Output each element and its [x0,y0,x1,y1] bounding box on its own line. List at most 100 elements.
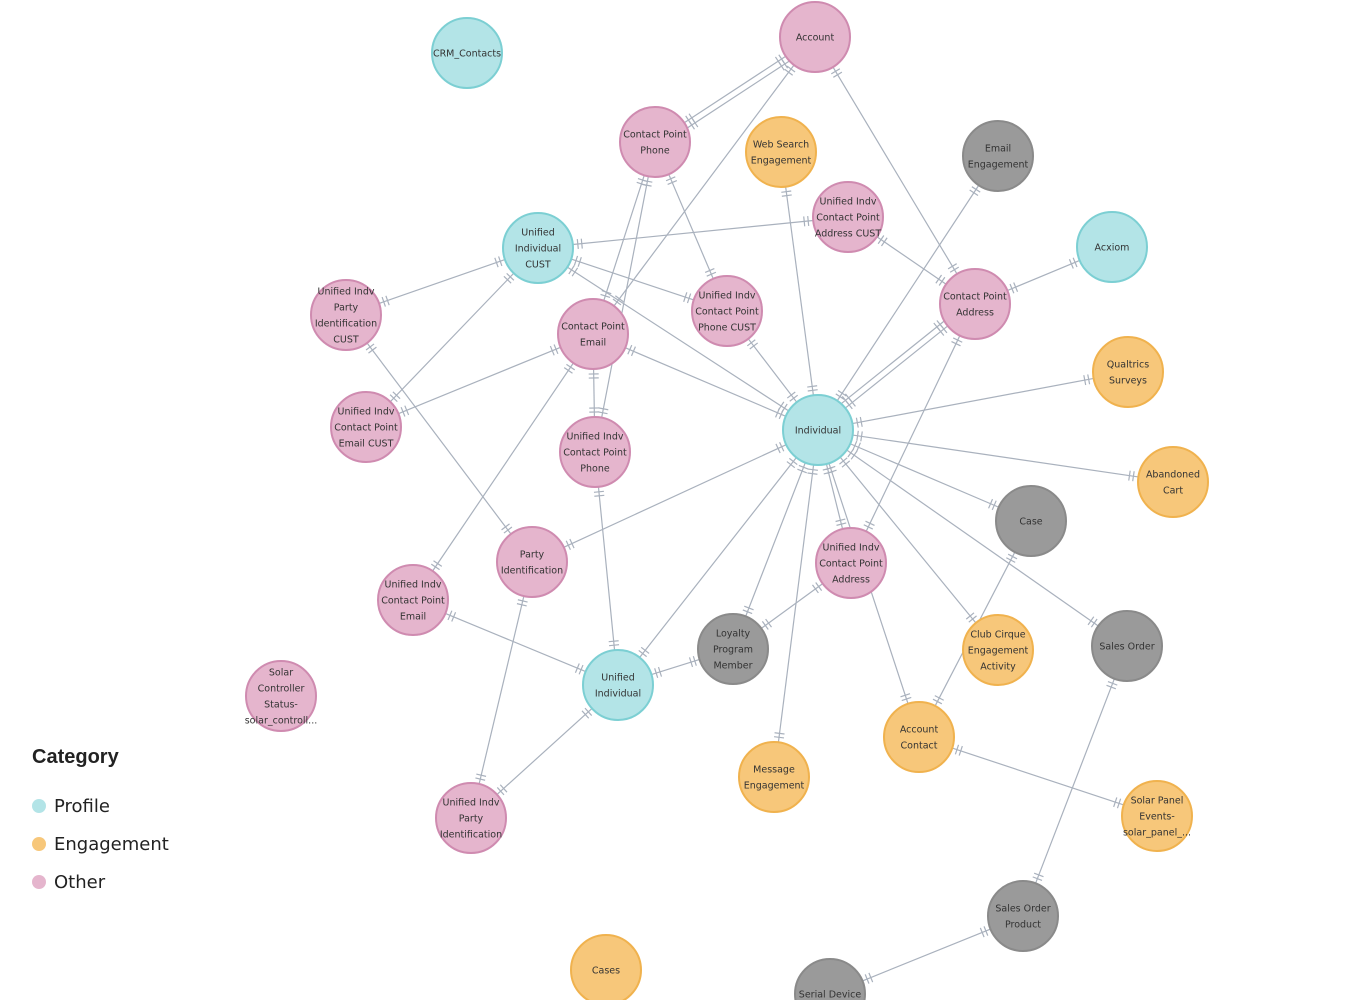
node-label: Email [580,338,606,349]
node-solar_panel[interactable]: Solar PanelEvents-solar_panel_... [1121,780,1193,852]
node-label: Unified [521,228,554,239]
edge-account-cp_address [830,66,960,275]
node-label: Member [713,661,752,672]
node-bottom_gray[interactable]: Serial Device [794,958,866,1000]
node-label: Unified Indv [338,407,395,418]
edge-uicp_phone-unified_ind [593,486,620,651]
node-circle [697,613,769,685]
node-label: Account [796,33,835,44]
node-label: Party [334,303,359,314]
node-label: CRM_Contacts [433,49,501,60]
node-label: Email [985,144,1011,155]
node-label: Engagement [744,781,805,792]
legend-item-profile[interactable]: Profile [32,787,169,825]
edge-cp_phone-account [687,59,790,130]
node-label: Phone [640,146,670,157]
node-label: Sales Order [995,904,1050,915]
node-label: Individual [795,426,841,437]
legend-dot-profile [32,799,46,813]
node-account[interactable]: Account [779,1,851,73]
node-circle [883,701,955,773]
node-circle [779,1,851,73]
legend-title: Category [32,746,119,768]
legend-item-engagement[interactable]: Engagement [32,825,169,863]
node-circle [939,268,1011,340]
node-circle [1121,780,1193,852]
node-circle [1092,336,1164,408]
node-label: Identification [501,566,563,577]
node-label: Address [832,575,870,586]
node-label: Cases [592,966,620,977]
edge-individual-sales_order [846,448,1099,628]
node-label: Contact Point [381,596,445,607]
node-circle [310,279,382,351]
edge-layer [365,54,1139,984]
node-label: Contact Point [819,559,883,570]
node-circle [738,741,810,813]
node-label: Address [956,308,994,319]
edge-uicpa_cust-ui_cust [572,215,814,250]
edge-ui_cust-uicpp_cust [571,255,694,304]
node-label: Party [459,814,484,825]
node-label: Contact Point [943,292,1007,303]
node-acxiom[interactable]: Acxiom [1076,211,1148,283]
node-label: Status- [264,700,298,711]
node-sales_order[interactable]: Sales Order [1091,610,1163,682]
node-solar_ctrl[interactable]: SolarControllerStatus-solar_controll... [245,660,318,732]
node-circle [962,614,1034,686]
node-label: Identification [440,830,502,841]
edge-cp_phone-account [683,54,787,125]
edge-individual-abandoned [852,430,1139,482]
edge-cp_email-uicpe_cust [398,344,561,417]
node-label: Address CUST [815,229,881,240]
node-label: Program [713,645,753,656]
node-circle [987,880,1059,952]
node-label: Contact Point [563,448,627,459]
node-label: Individual [595,689,641,700]
node-circle [815,527,887,599]
edge-individual-loyalty [742,462,809,617]
node-label: Acxiom [1095,243,1130,254]
node-label: Solar [269,668,293,679]
edge-email_eng-individual [835,184,981,402]
node-crm_contacts[interactable]: CRM_Contacts [431,17,503,89]
edge-individual-party_id [563,441,787,551]
node-individual[interactable]: Individual [782,394,854,466]
node-label: Abandoned [1146,470,1200,481]
node-case[interactable]: Case [995,485,1067,557]
node-label: Contact [901,741,938,752]
legend-item-other[interactable]: Other [32,863,169,901]
legend-label-profile: Profile [54,795,110,817]
node-cases[interactable]: Cases [570,934,642,1000]
edge-uicp_address-loyalty [760,582,824,630]
node-circle [745,116,817,188]
legend-dot-other [32,875,46,889]
node-circle [782,394,854,466]
node-circle [1137,446,1209,518]
edge-cp_address-uicp_address [863,335,963,532]
